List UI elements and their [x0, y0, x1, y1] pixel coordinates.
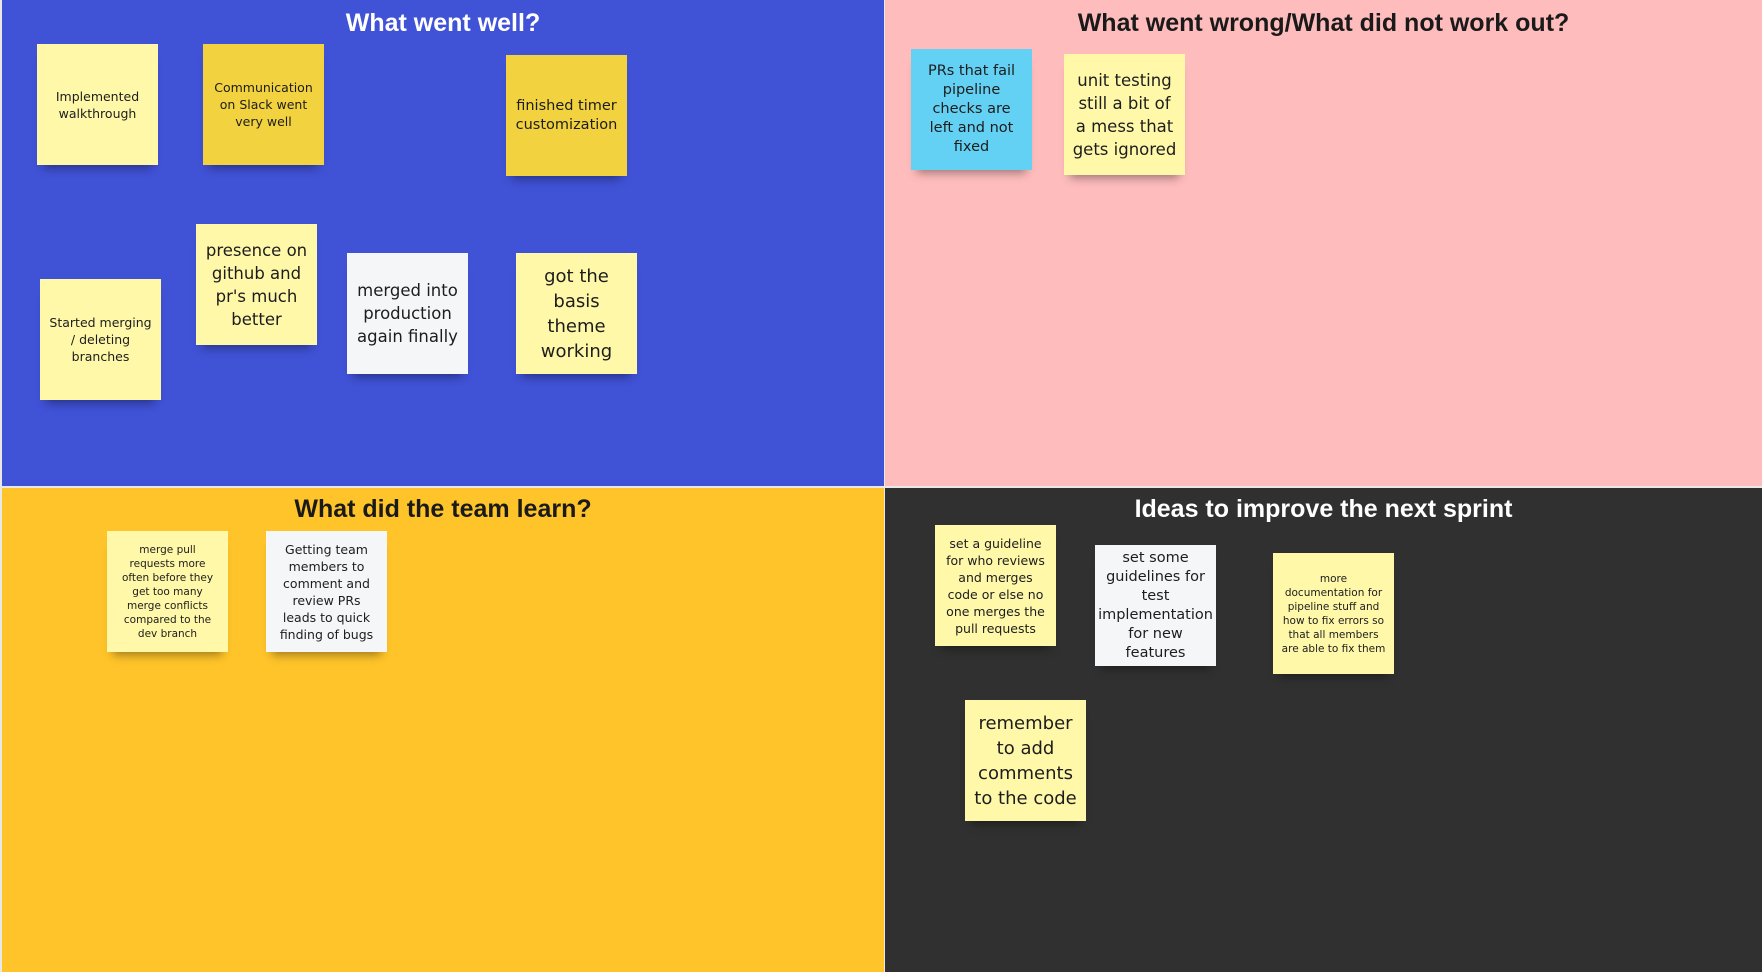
sticky-note-text: finished timer customization — [515, 97, 618, 133]
sticky-note-text: merge pull requests more often before th… — [121, 543, 214, 640]
frame-title: What did the team learn? — [294, 495, 592, 523]
sticky-note[interactable]: unit testing still a bit of a mess that … — [1064, 54, 1185, 175]
sticky-note-text: presence on github and pr's much better — [205, 240, 308, 329]
frame-title: What went well? — [345, 9, 541, 37]
sticky-note-text: remember to add comments to the code — [974, 712, 1077, 809]
sticky-note-text: set some guidelines for test implementat… — [1098, 549, 1213, 661]
sticky-note-text: merged into production again finally — [357, 281, 458, 346]
sticky-note-text: unit testing still a bit of a mess that … — [1072, 70, 1177, 159]
frame-what-did-the-team-learn[interactable]: What did the team learn? merge pull requ… — [2, 488, 884, 972]
sticky-note[interactable]: Implemented walkthrough — [37, 44, 158, 165]
sticky-note[interactable]: got the basis theme working — [516, 253, 637, 374]
sticky-note[interactable]: Communication on Slack went very well — [203, 44, 324, 165]
sticky-note[interactable]: PRs that fail pipeline checks are left a… — [911, 49, 1032, 170]
sticky-note-text: Communication on Slack went very well — [214, 80, 313, 129]
sticky-note[interactable]: Getting team members to comment and revi… — [266, 531, 387, 652]
sticky-note[interactable]: Started merging / deleting branches — [40, 279, 161, 400]
sticky-note-text: PRs that fail pipeline checks are left a… — [927, 63, 1016, 155]
frame-what-went-wrong[interactable]: What went wrong/What did not work out? P… — [885, 0, 1762, 486]
sticky-note-text: Started merging / deleting branches — [49, 315, 152, 364]
sticky-note-text: set a guideline for who reviews and merg… — [946, 535, 1045, 636]
sticky-note[interactable]: presence on github and pr's much better — [196, 224, 317, 345]
frame-ideas-to-improve[interactable]: Ideas to improve the next sprint set a g… — [885, 488, 1762, 972]
sticky-note-text: more documentation for pipeline stuff an… — [1281, 572, 1386, 655]
sticky-note[interactable]: merge pull requests more often before th… — [107, 531, 228, 652]
sticky-note[interactable]: finished timer customization — [506, 55, 627, 176]
sticky-note[interactable]: more documentation for pipeline stuff an… — [1273, 553, 1394, 674]
frame-title: Ideas to improve the next sprint — [1134, 495, 1513, 523]
sticky-note[interactable]: remember to add comments to the code — [965, 700, 1086, 821]
frame-what-went-well[interactable]: What went well? Implemented walkthrough … — [2, 0, 884, 486]
sticky-note-text: Getting team members to comment and revi… — [279, 541, 374, 642]
sticky-note[interactable]: set some guidelines for test implementat… — [1095, 545, 1216, 666]
sticky-note-text: Implemented walkthrough — [55, 88, 140, 121]
sticky-note[interactable]: merged into production again finally — [347, 253, 468, 374]
sticky-note[interactable]: set a guideline for who reviews and merg… — [935, 525, 1056, 646]
frame-title: What went wrong/What did not work out? — [1077, 9, 1570, 37]
sticky-note-text: got the basis theme working — [540, 265, 613, 362]
